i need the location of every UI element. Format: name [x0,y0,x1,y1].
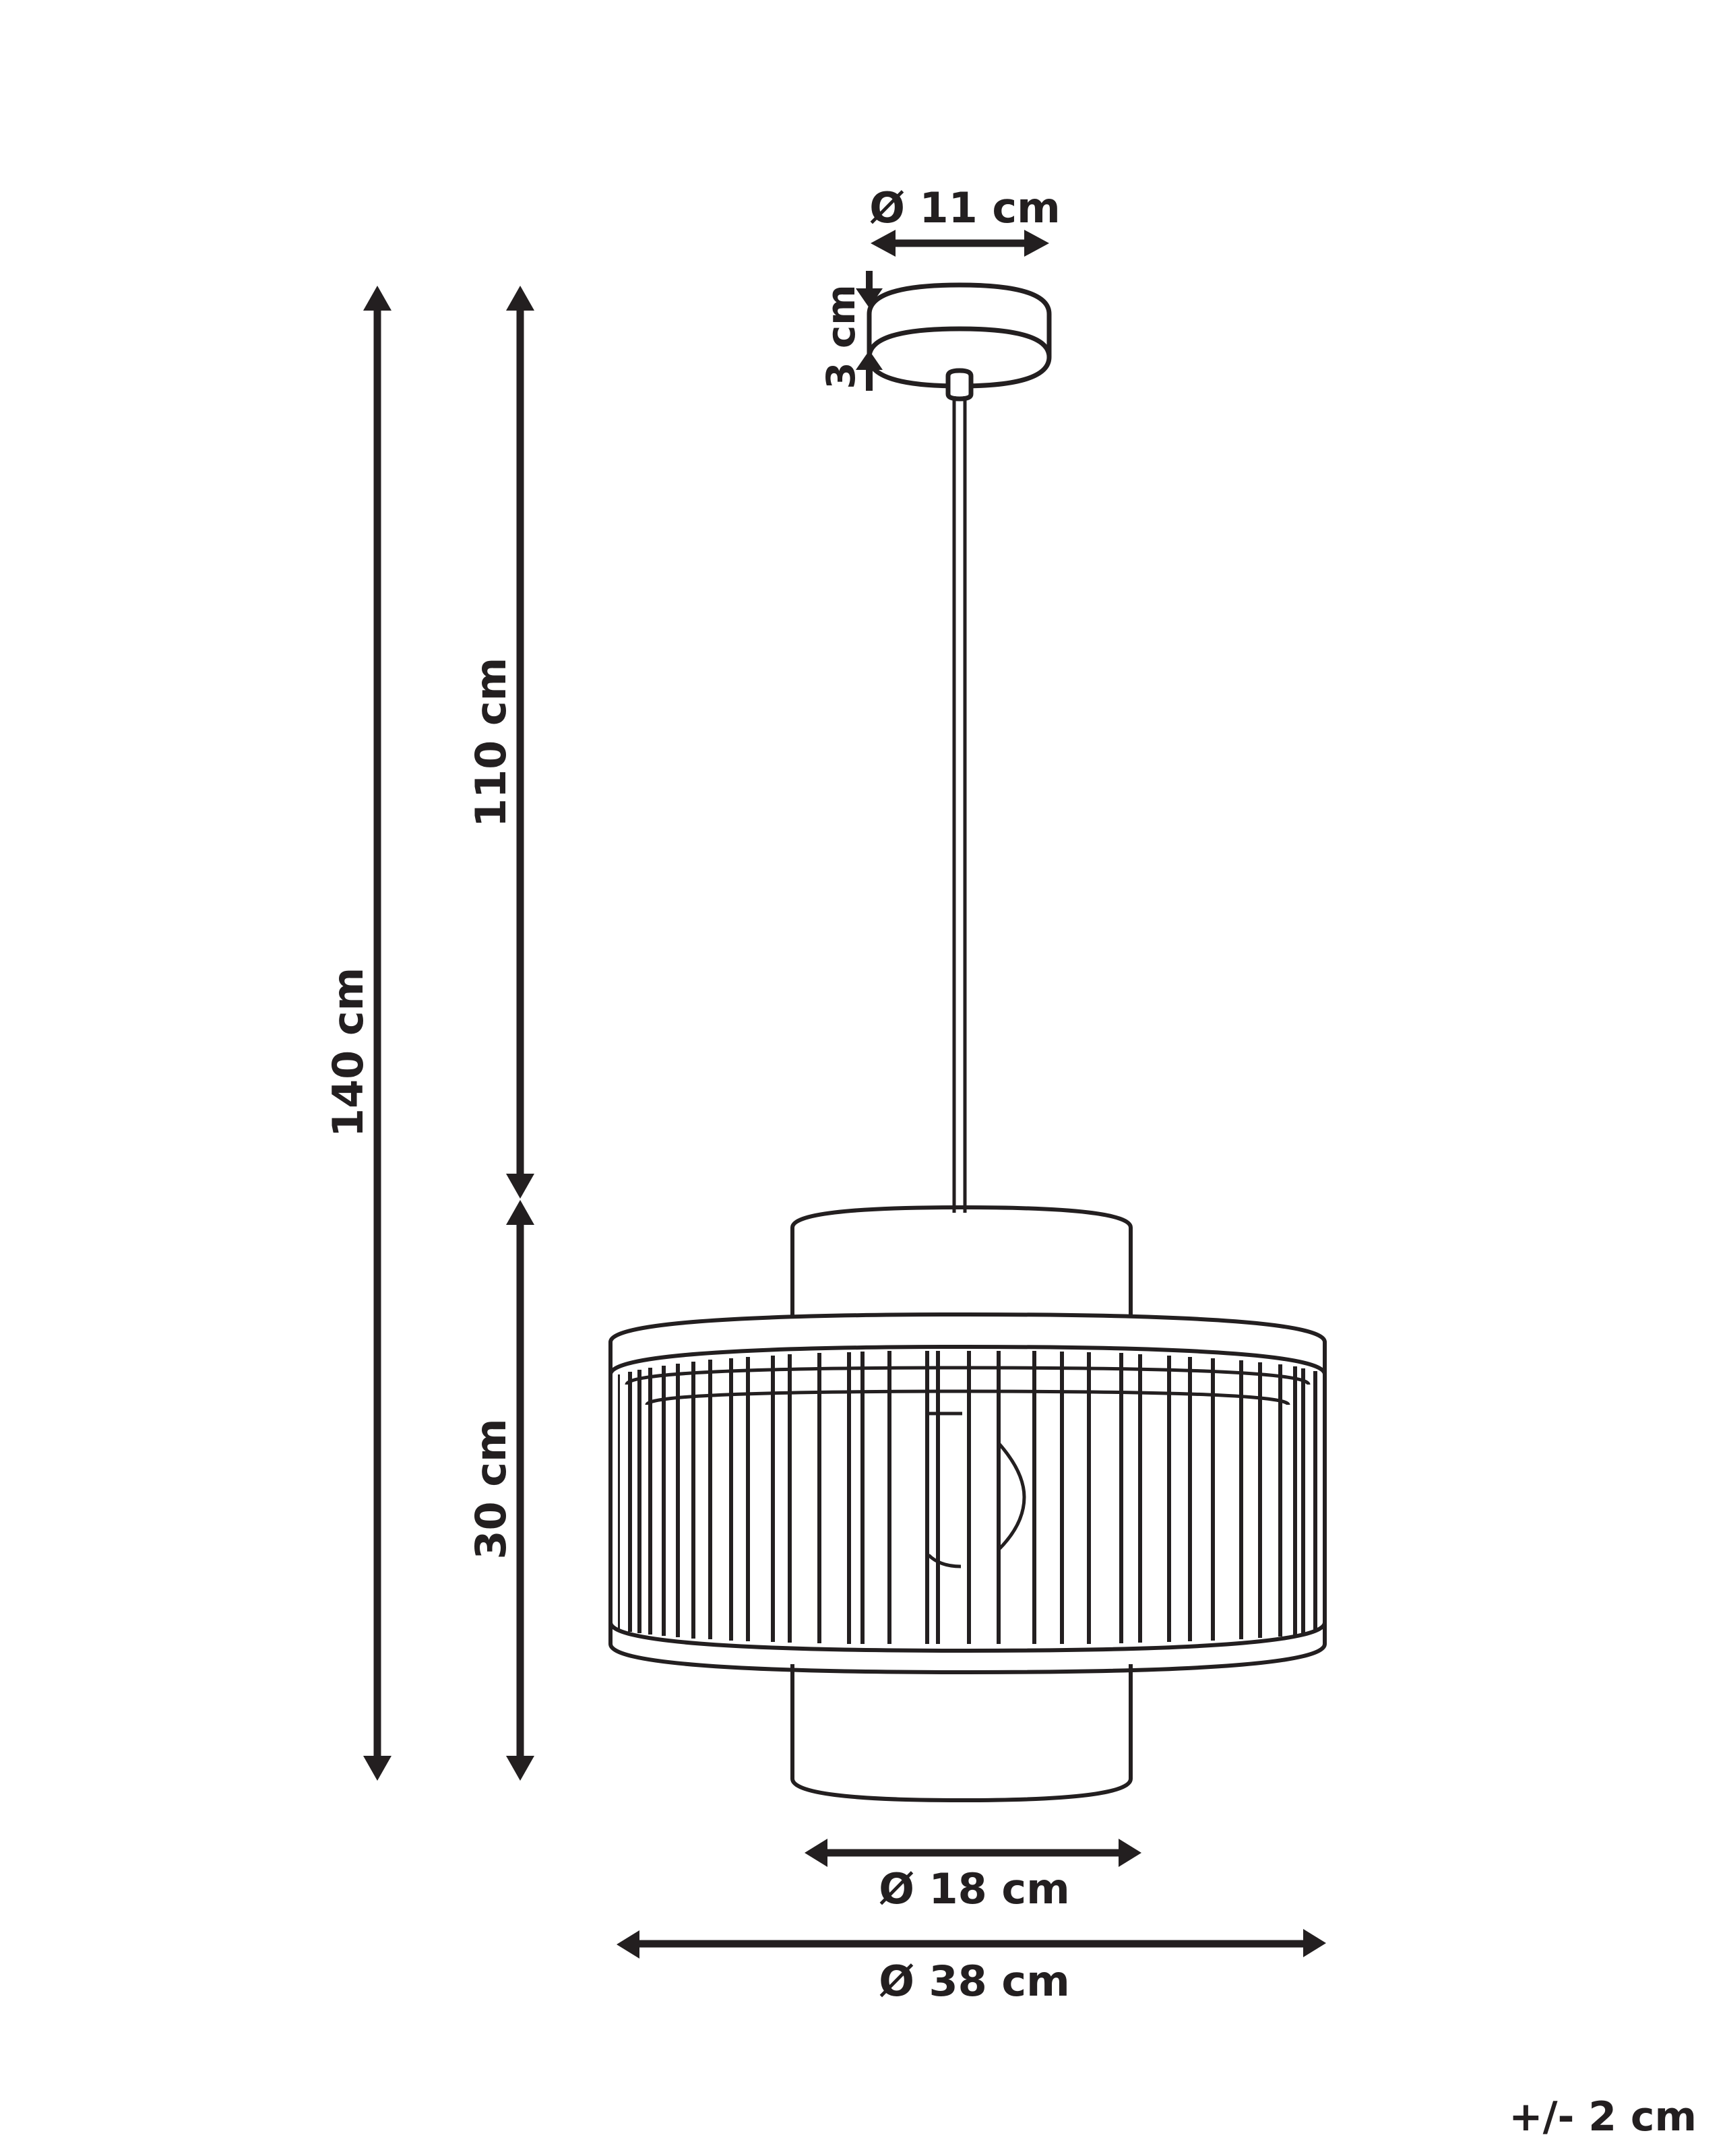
total-height-arrow [363,286,391,1781]
cord-length-arrow [506,286,534,1199]
total-height-label: 140 cm [323,968,373,1137]
dimension-labels: Ø 11 cm 3 cm 140 cm 110 cm 30 cm Ø 18 cm… [323,183,1697,2141]
canopy-diameter-label: Ø 11 cm [869,183,1061,232]
cord-length-label: 110 cm [466,658,515,827]
suspension-cord [952,396,967,1213]
ceiling-canopy [867,282,1052,402]
canopy-diameter-arrow [871,230,1049,257]
outer-diameter-arrow [617,1929,1326,1959]
tolerance-label: +/- 2 cm [1509,2093,1697,2141]
outer-diameter-label: Ø 38 cm [879,1957,1070,2006]
canopy-height-label: 3 cm [818,284,864,389]
slatted-shade [608,1312,1327,1675]
inner-diameter-label: Ø 18 cm [879,1864,1070,1913]
shade-height-arrow [506,1200,534,1781]
inner-diffuser [790,1205,1133,1803]
inner-diameter-arrow [805,1839,1141,1867]
dimension-arrows [363,230,1326,1959]
canopy-height-arrows [856,271,883,391]
shade-height-label: 30 cm [466,1418,515,1559]
